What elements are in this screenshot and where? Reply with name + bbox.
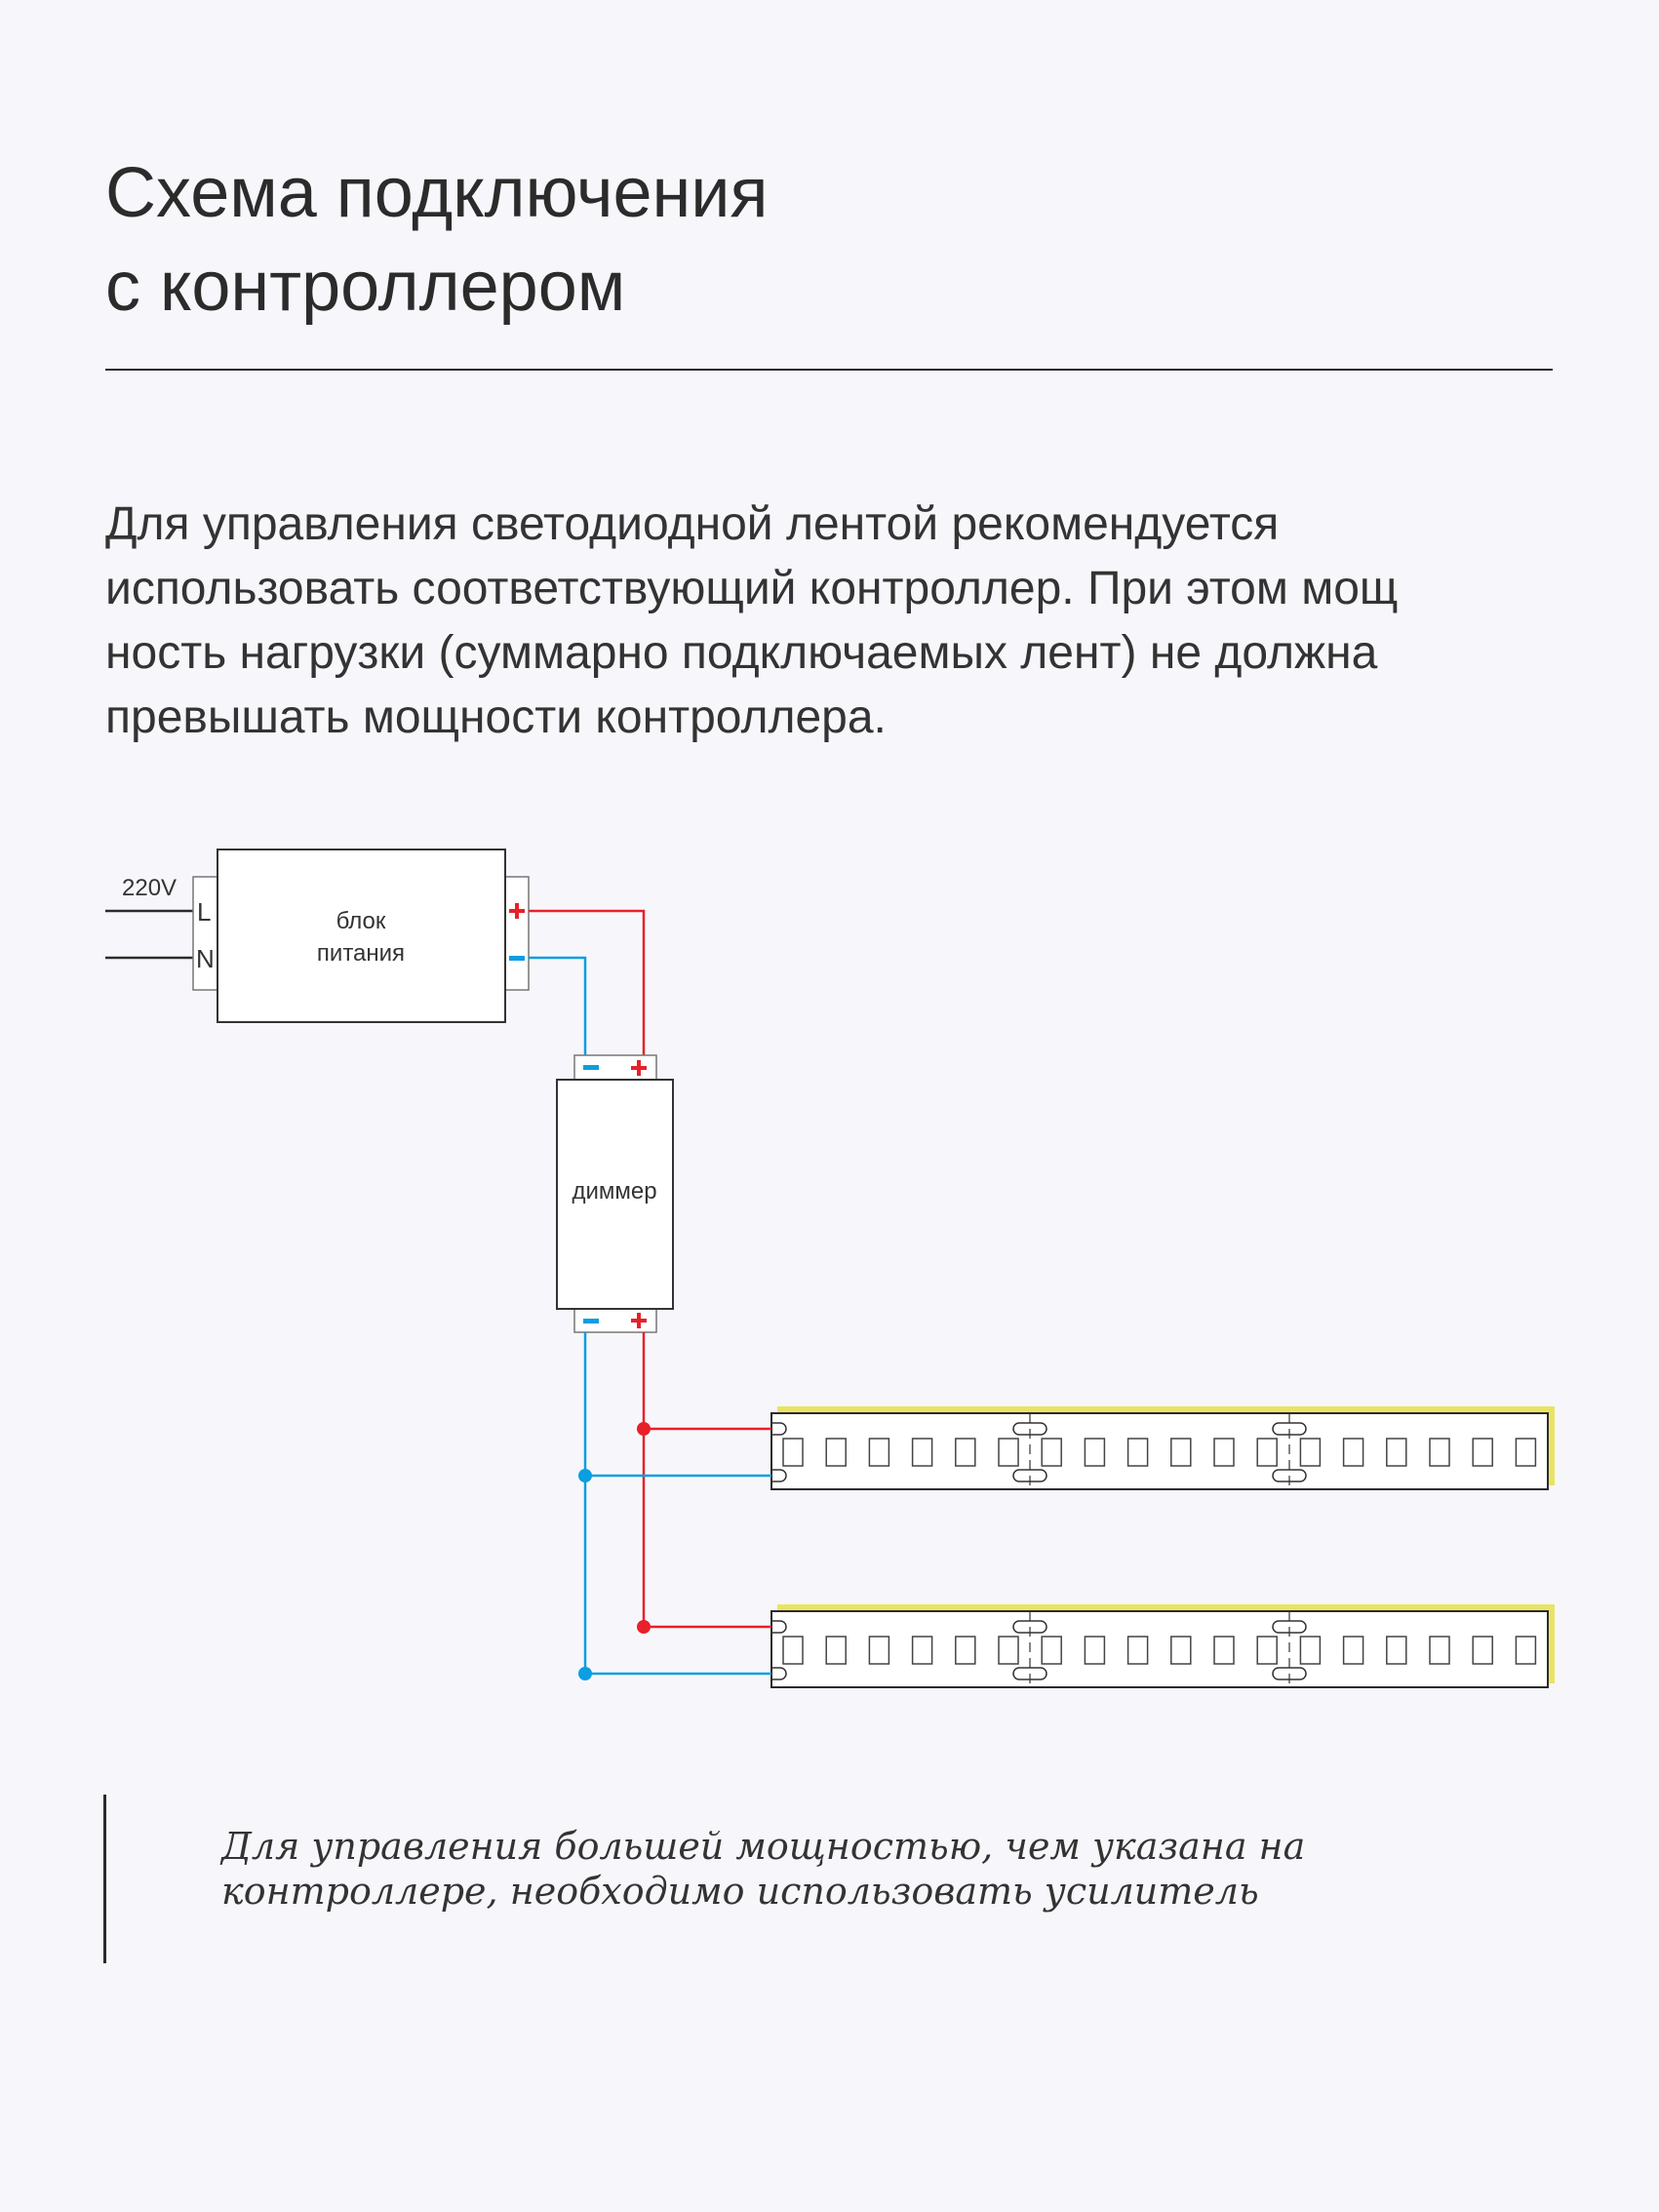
- solder-pad: [1272, 1469, 1307, 1482]
- solder-pad: [771, 1422, 787, 1436]
- psu-input-terminal: [192, 876, 218, 991]
- psu-output-terminal: [504, 876, 530, 991]
- solder-pad: [1012, 1422, 1047, 1436]
- led-strip: [578, 1406, 1555, 1490]
- led-chip: [1256, 1438, 1278, 1467]
- title-line-1: Схема подключения: [105, 154, 769, 232]
- led-chip: [1472, 1636, 1493, 1665]
- led-chip: [1170, 1438, 1192, 1467]
- led-chip: [1386, 1438, 1407, 1467]
- junction-dot: [637, 1620, 651, 1634]
- led-chip: [868, 1438, 890, 1467]
- led-chip: [1472, 1438, 1493, 1467]
- plus-icon: [509, 903, 525, 919]
- led-chip: [1299, 1636, 1322, 1665]
- plus-icon: [631, 1060, 647, 1076]
- solder-pad: [1272, 1667, 1307, 1680]
- led-chip: [1515, 1438, 1537, 1467]
- led-chip: [998, 1636, 1019, 1665]
- strip-glow: [777, 1406, 1555, 1485]
- minus-icon: [509, 956, 525, 961]
- title-divider: [105, 369, 1553, 371]
- psu-label-1: блок: [336, 908, 386, 934]
- dimmer-box: [556, 1079, 674, 1310]
- strip-glow: [777, 1604, 1555, 1683]
- description-line: превышать мощности контроллера.: [105, 691, 887, 743]
- wire-negative: [529, 956, 587, 1056]
- led-chip: [1213, 1636, 1235, 1665]
- plus-icon: [631, 1313, 647, 1328]
- led-chip: [868, 1636, 890, 1665]
- led-chip: [998, 1438, 1019, 1467]
- psu-label-2: питания: [317, 940, 405, 967]
- junction-dot: [637, 1422, 651, 1436]
- solder-pad: [1012, 1620, 1047, 1634]
- minus-icon: [583, 1319, 599, 1323]
- wire-positive: [529, 909, 646, 1056]
- input-voltage-label: 220V: [122, 875, 177, 901]
- led-chip: [825, 1636, 847, 1665]
- strip-body: [770, 1412, 1549, 1490]
- note: Для управления большей мощностью, чем ук…: [221, 1824, 1305, 1914]
- solder-pad: [1012, 1469, 1047, 1482]
- led-chip: [1299, 1438, 1322, 1467]
- led-chip: [1429, 1636, 1450, 1665]
- junction-dot: [578, 1469, 592, 1482]
- note-line: Для управления большей мощностью, чем ук…: [221, 1825, 1306, 1868]
- junction-dot: [578, 1667, 592, 1680]
- led-chip: [782, 1636, 804, 1665]
- note-bar: [103, 1795, 106, 1963]
- terminal-l-label: L: [197, 897, 211, 927]
- terminal-n-label: N: [196, 944, 215, 973]
- solder-pad: [1272, 1620, 1307, 1634]
- led-chip: [1041, 1636, 1062, 1665]
- led-chip: [1342, 1438, 1364, 1467]
- power-supply-box: [217, 849, 506, 1023]
- led-chip: [1515, 1636, 1537, 1665]
- led-chip: [1342, 1636, 1364, 1665]
- led-chip: [1084, 1636, 1106, 1665]
- title-line-2: с контроллером: [105, 248, 626, 326]
- solder-pad: [771, 1469, 787, 1482]
- led-strip: [578, 1604, 1555, 1688]
- led-chip: [782, 1438, 804, 1467]
- description-line: использовать соответствующий контроллер.…: [105, 563, 1399, 614]
- led-chip: [1126, 1438, 1149, 1467]
- led-chip: [1429, 1438, 1450, 1467]
- description-line: Для управления светодиодной лентой реком…: [105, 498, 1280, 550]
- minus-icon: [583, 1065, 599, 1070]
- strip-body: [770, 1610, 1549, 1688]
- description: Для управления светодиодной лентой реком…: [105, 493, 1398, 750]
- solder-pad: [771, 1620, 787, 1634]
- led-chip: [1386, 1636, 1407, 1665]
- led-chip: [825, 1438, 847, 1467]
- led-chip: [1170, 1636, 1192, 1665]
- solder-pad: [771, 1667, 787, 1680]
- page-title: Схема подключения с контроллером: [105, 146, 769, 334]
- led-chip: [1213, 1438, 1235, 1467]
- led-chip: [1084, 1438, 1106, 1467]
- description-line: ность нагрузки (суммарно подключаемых ле…: [105, 627, 1378, 679]
- led-chip: [955, 1636, 976, 1665]
- led-chip: [1041, 1438, 1062, 1467]
- led-chip: [911, 1438, 933, 1467]
- solder-pad: [1012, 1667, 1047, 1680]
- note-line: контроллере, необходимо использовать уси…: [221, 1870, 1259, 1913]
- led-chip: [955, 1438, 976, 1467]
- led-chip: [1126, 1636, 1149, 1665]
- solder-pad: [1272, 1422, 1307, 1436]
- dimmer-label: диммер: [572, 1178, 656, 1205]
- led-chip: [911, 1636, 933, 1665]
- led-chip: [1256, 1636, 1278, 1665]
